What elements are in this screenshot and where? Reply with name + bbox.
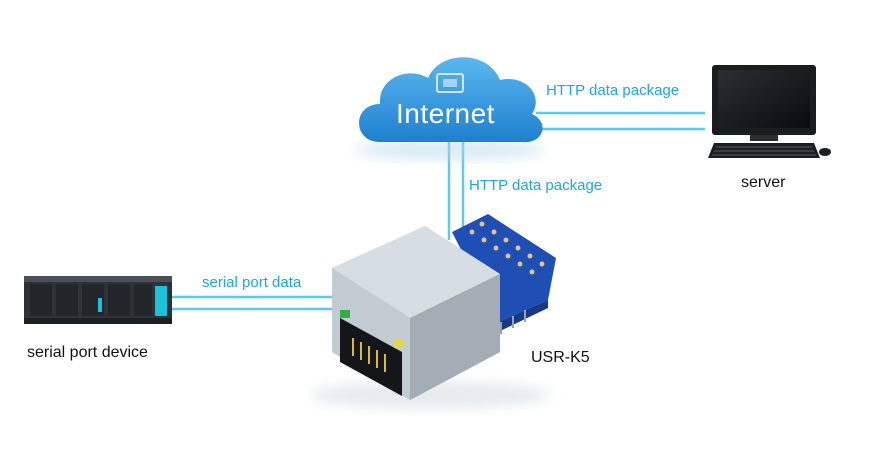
link-cloud-server — [536, 111, 705, 131]
cloud-module-link-label: HTTP data package — [469, 177, 603, 194]
usr-k5-module-image — [310, 214, 556, 409]
server-label: server — [741, 174, 786, 191]
serial-port-device-icon — [24, 276, 172, 324]
cloud-server-link-label: HTTP data package — [546, 82, 680, 99]
module-label: USR-K5 — [531, 349, 590, 366]
serial-device-label: serial port device — [27, 344, 148, 361]
link-device-module — [172, 295, 340, 311]
device-module-link-label: serial port data — [202, 274, 302, 291]
internet-cloud — [355, 57, 545, 160]
internet-cloud-label: Internet — [396, 98, 495, 129]
router-icon — [436, 73, 464, 93]
server-computer-icon — [708, 65, 831, 158]
